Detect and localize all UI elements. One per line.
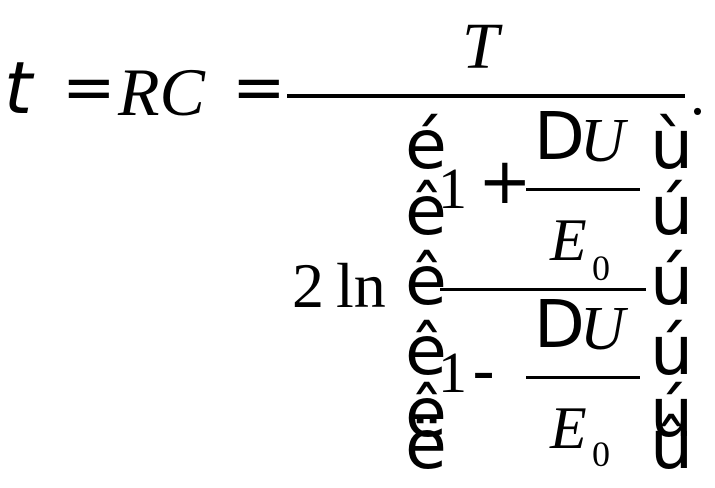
delta-top: D — [534, 98, 585, 175]
left-bracket-part-4: ê — [405, 312, 447, 391]
subscript-bottom: 0 — [592, 434, 610, 474]
e-bottom: E — [550, 395, 587, 461]
left-bracket-part-2: ê — [405, 172, 447, 251]
plus-sign: + — [478, 145, 532, 219]
u-bottom: U — [580, 295, 625, 363]
right-bracket-part-4: ú — [650, 312, 694, 391]
e-top: E — [550, 207, 587, 273]
bottom-one: 1 — [438, 340, 467, 405]
bottom-delta-fraction-bar — [526, 376, 640, 379]
left-bracket-part-1: é — [405, 106, 447, 185]
subscript-top: 0 — [592, 248, 610, 288]
u-top: U — [580, 107, 625, 175]
left-bracket-part-5: ê — [405, 374, 447, 453]
main-fraction-bar — [287, 94, 685, 98]
delta-bottom: D — [534, 286, 585, 363]
right-bracket-part-3: ú — [650, 242, 694, 321]
top-one: 1 — [438, 156, 467, 221]
left-bracket-part-3: ê — [405, 242, 447, 321]
top-delta-fraction-bar — [526, 188, 640, 191]
coefficient-2: 2 — [292, 250, 324, 321]
right-bracket-part-2: ú — [650, 172, 694, 251]
rc-symbol: RC — [118, 54, 205, 130]
right-bracket-part-5: ú — [650, 374, 694, 453]
ln-function: ln — [336, 250, 386, 321]
inner-fraction-bar — [440, 288, 646, 291]
equals-sign-2: = — [232, 51, 286, 125]
tau-symbol: t — [4, 46, 33, 130]
minus-sign: - — [472, 335, 496, 409]
period: . — [690, 61, 705, 127]
numerator-t: T — [462, 10, 499, 83]
left-bracket-part-6: ë — [405, 406, 447, 485]
right-bracket-part-6: û — [650, 406, 694, 485]
equals-sign-1: = — [62, 51, 116, 125]
right-bracket-part-1: ù — [650, 106, 694, 185]
